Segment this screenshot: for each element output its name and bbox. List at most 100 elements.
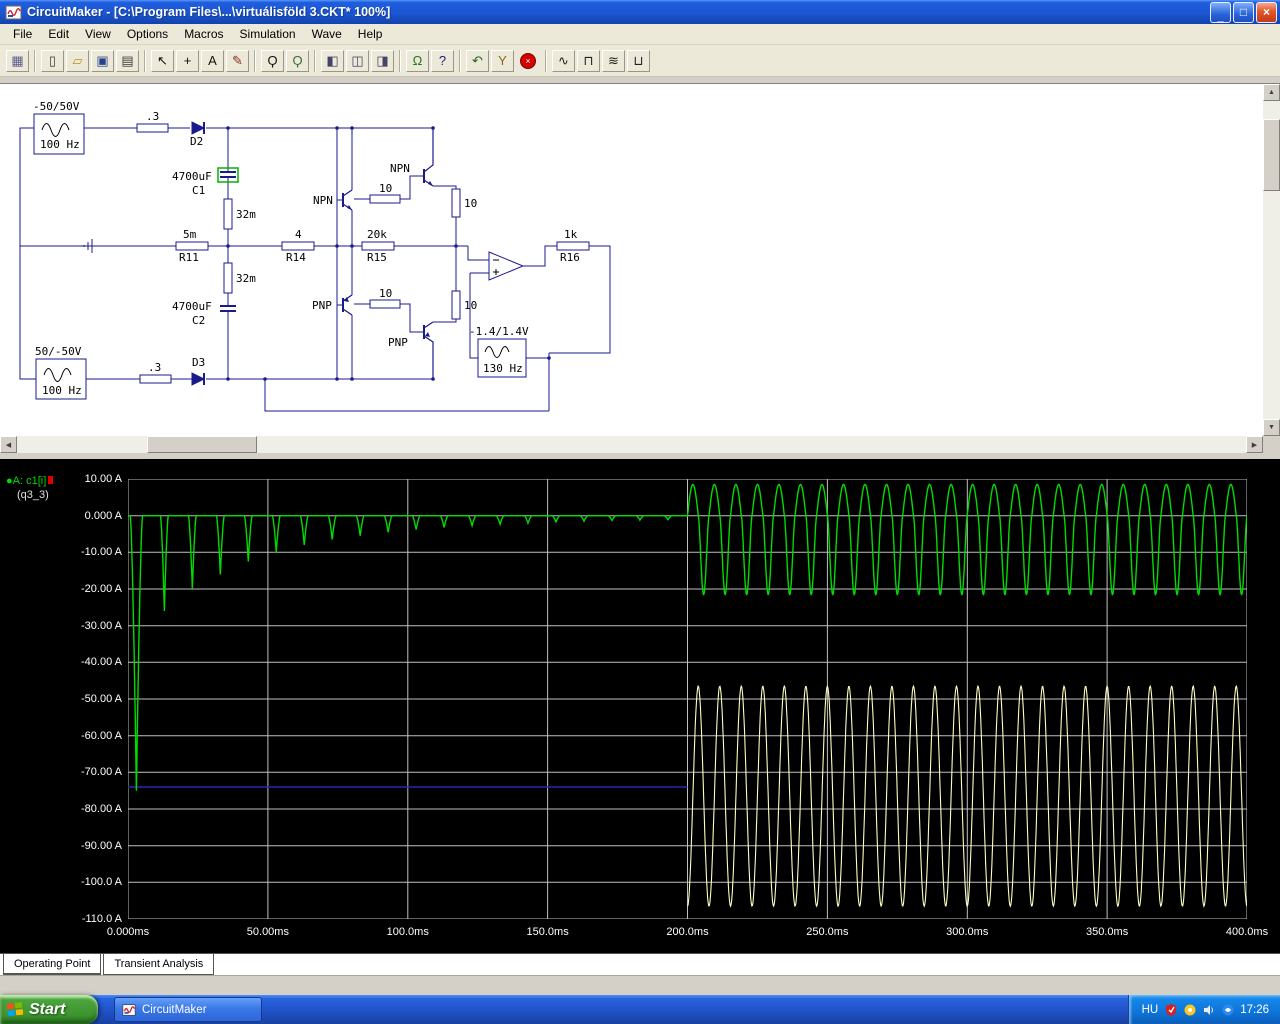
- toolbar-separator: [314, 49, 316, 72]
- taskbar-task-circuitmaker[interactable]: CircuitMaker: [114, 997, 262, 1022]
- probe-tool-button[interactable]: Ω: [406, 49, 429, 72]
- menu-simulation[interactable]: Simulation: [239, 27, 296, 41]
- y-axis-tick-label: -110.0 A: [81, 913, 122, 925]
- y-axis-tick-label: -20.00 A: [81, 583, 122, 595]
- schematic-canvas[interactable]: -50/50V 100 Hz .3 D2 4700uF C1 32m 5m R1…: [0, 84, 1244, 436]
- component-label: 130 Hz: [483, 362, 523, 375]
- opamp-symbol[interactable]: [488, 251, 525, 281]
- menu-wave[interactable]: Wave: [311, 27, 342, 41]
- opamp-pins: [493, 259, 499, 275]
- component-label: NPN: [313, 194, 333, 207]
- volume-tray-icon[interactable]: [1202, 1003, 1215, 1016]
- component-label: 100 Hz: [42, 384, 82, 397]
- stop-simulation-button[interactable]: ×: [520, 52, 536, 69]
- y-axis-tick-label: -60.00 A: [81, 729, 122, 742]
- diodes: [191, 121, 206, 386]
- new-file-button[interactable]: ▯: [41, 49, 64, 72]
- zoom-in-tool[interactable]: Ϙ: [261, 49, 284, 72]
- plot-svg: [128, 479, 1247, 919]
- scroll-left-button[interactable]: ◀: [0, 436, 17, 453]
- undo-button[interactable]: ↶: [466, 49, 489, 72]
- hscroll-thumb[interactable]: [147, 436, 257, 453]
- wand-tool-button[interactable]: Y: [491, 49, 514, 72]
- close-button[interactable]: ×: [1256, 1, 1277, 23]
- y-axis-tick-label: 0.000 A: [84, 509, 122, 522]
- help-button[interactable]: ?: [431, 49, 454, 72]
- plot-grid: [128, 479, 1247, 919]
- menu-file[interactable]: File: [13, 27, 33, 41]
- security-tray-icon[interactable]: [1164, 1003, 1177, 1016]
- y-axis-tick-label: 10.00 A: [84, 473, 122, 485]
- toolbar-separator: [254, 49, 256, 72]
- component-label: D2: [190, 135, 203, 148]
- x-axis-tick-label: 400.0ms: [1225, 926, 1269, 938]
- toolbar-separator: [545, 49, 547, 72]
- zoom-window-tool[interactable]: Ϙ: [286, 49, 309, 72]
- ac-source-boxes[interactable]: [33, 113, 527, 400]
- component-label: 10: [464, 299, 477, 312]
- trace-c1-current: [128, 483, 1247, 791]
- start-button[interactable]: Start: [0, 995, 98, 1024]
- y-axis-tick-label: -10.00 A: [81, 546, 122, 559]
- tab-transient-analysis[interactable]: Transient Analysis: [103, 954, 215, 975]
- sine-symbols: [41, 123, 510, 382]
- task-app-icon: [122, 1003, 136, 1016]
- schematic-hscrollbar[interactable]: ◀ ▶: [0, 436, 1280, 453]
- selected-component-highlight[interactable]: [217, 167, 239, 183]
- x-axis-tick-label: 150.0ms: [526, 926, 569, 938]
- wire-tool[interactable]: ✎: [226, 49, 249, 72]
- scrollbar-corner: [1263, 436, 1280, 453]
- copy-view-button[interactable]: ◫: [346, 49, 369, 72]
- system-tray: HU 17:26: [1127, 995, 1280, 1024]
- component-label: PNP: [312, 299, 332, 312]
- circuit-wires: [19, 127, 611, 412]
- window-title: CircuitMaker - [C:\Program Files\...\vir…: [27, 5, 391, 19]
- vscroll-track[interactable]: [1263, 101, 1280, 419]
- scroll-down-button[interactable]: ▼: [1263, 419, 1280, 436]
- menu-macros[interactable]: Macros: [184, 27, 224, 41]
- component-label: D3: [192, 356, 205, 369]
- x-axis-tick-label: 300.0ms: [946, 926, 989, 938]
- scroll-right-button[interactable]: ▶: [1246, 436, 1263, 453]
- print-button[interactable]: ▤: [116, 49, 139, 72]
- menu-help[interactable]: Help: [357, 27, 383, 41]
- network-tray-icon[interactable]: [1221, 1003, 1234, 1016]
- hscroll-track[interactable]: [17, 436, 1246, 453]
- text-tool[interactable]: A: [201, 49, 224, 72]
- split-view-button[interactable]: ◨: [371, 49, 394, 72]
- x-axis-tick-label: 250.0ms: [806, 926, 849, 938]
- tab-operating-point[interactable]: Operating Point: [3, 954, 102, 975]
- analysis-tabstrip: Operating Point Transient Analysis: [0, 953, 1280, 975]
- trace-name: A: c1[i]: [12, 475, 47, 487]
- minimize-button[interactable]: _: [1210, 1, 1231, 23]
- schematic-board-button[interactable]: ▦: [6, 49, 29, 72]
- open-file-button[interactable]: ▱: [66, 49, 89, 72]
- resistor-bodies: [136, 123, 590, 384]
- maximize-button[interactable]: □: [1233, 1, 1254, 23]
- component-label: 4: [295, 228, 302, 241]
- scope-display-4-button[interactable]: ⊔: [627, 49, 650, 72]
- save-file-button[interactable]: ▣: [91, 49, 114, 72]
- component-label: PNP: [388, 336, 408, 349]
- junction-dots: [226, 126, 551, 381]
- clock[interactable]: 17:26: [1240, 1003, 1269, 1016]
- messenger-tray-icon[interactable]: [1183, 1003, 1196, 1016]
- menu-edit[interactable]: Edit: [48, 27, 70, 41]
- menu-options[interactable]: Options: [126, 27, 169, 41]
- add-part-tool[interactable]: +: [176, 49, 199, 72]
- scope-display-1-button[interactable]: ∿: [552, 49, 575, 72]
- menu-view[interactable]: View: [85, 27, 111, 41]
- select-arrow-tool[interactable]: ↖: [151, 49, 174, 72]
- scroll-up-button[interactable]: ▲: [1263, 84, 1280, 101]
- scope-display-2-button[interactable]: ⊓: [577, 49, 600, 72]
- language-indicator[interactable]: HU: [1141, 1003, 1159, 1016]
- emitter-arrows: [344, 181, 433, 337]
- vscroll-thumb[interactable]: [1263, 119, 1280, 191]
- view-area-button[interactable]: ◧: [321, 49, 344, 72]
- scope-display-3-button[interactable]: ≋: [602, 49, 625, 72]
- y-axis-tick-label: -100.0 A: [81, 876, 122, 889]
- panel-gap: [0, 453, 1280, 459]
- component-label: NPN: [390, 162, 410, 175]
- schematic-vscrollbar[interactable]: ▲ ▼: [1263, 84, 1280, 436]
